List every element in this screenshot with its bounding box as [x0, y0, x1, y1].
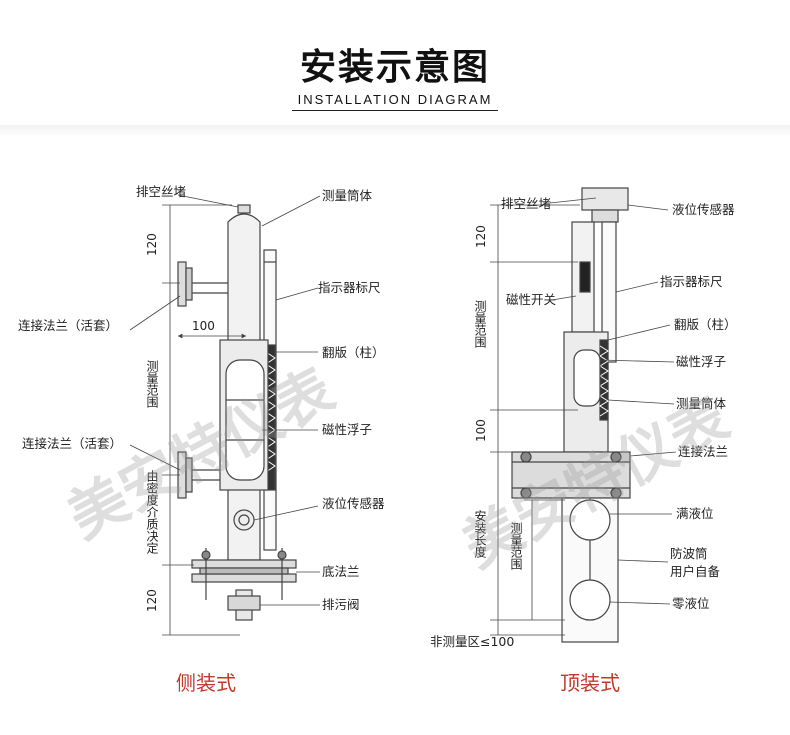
- label-flange-loose-upper: 连接法兰（活套）: [18, 318, 118, 333]
- label-magnetic-float: 磁性浮子: [322, 422, 372, 437]
- caption-top-mount: 顶装式: [560, 671, 620, 695]
- caption-side-mount: 侧装式: [176, 671, 236, 695]
- dim-medium-density: 由密度介质决定: [145, 470, 159, 555]
- side-mount-drawing: [129, 194, 321, 636]
- label-top-measure-tube: 测量筒体: [676, 396, 727, 411]
- top-mount-drawing: [490, 187, 677, 643]
- label-top-level-sensor: 液位传感器: [672, 202, 735, 217]
- label-top-flip-plate: 翻版（柱）: [674, 317, 737, 332]
- dim-top-mount-range: 测量范围: [473, 300, 487, 348]
- label-top-vent-plug: 排空丝堵: [501, 196, 551, 211]
- title-underline: [292, 110, 498, 111]
- dim-bottom-120: 120: [145, 589, 159, 612]
- label-flip-plate: 翻版（柱）: [322, 345, 385, 360]
- label-level-sensor: 液位传感器: [322, 496, 385, 511]
- page-title: 安装示意图: [299, 47, 490, 88]
- label-measure-tube: 测量筒体: [322, 188, 373, 203]
- watermark-left: 美安特仪表: [57, 355, 345, 551]
- label-zero-level: 零液位: [672, 596, 710, 611]
- label-connect-flange: 连接法兰: [678, 444, 728, 459]
- label-magnetic-switch: 磁性开关: [506, 292, 556, 307]
- dim-measure-range: 测量范围: [145, 360, 159, 408]
- label-bottom-flange: 底法兰: [322, 564, 360, 579]
- label-top-indicator-scale: 指示器标尺: [660, 274, 723, 289]
- dim-install-length: 安装长度: [473, 509, 487, 558]
- label-flange-loose-lower: 连接法兰（活套）: [22, 436, 122, 451]
- label-vent-plug: 排空丝堵: [136, 184, 186, 199]
- top-mount-labels: 排空丝堵 液位传感器 指示器标尺 磁性开关 翻版（柱） 磁性浮子 测量筒体 连接…: [430, 196, 737, 695]
- header-shadow: [0, 125, 790, 137]
- label-user-prepared: 用户自备: [670, 564, 721, 579]
- label-top-magnetic-float: 磁性浮子: [676, 354, 726, 369]
- label-drain-valve: 排污阀: [322, 597, 360, 612]
- dim-offset-100: 100: [192, 319, 215, 333]
- dim-top-mount-120: 120: [474, 225, 488, 248]
- page-subtitle: INSTALLATION DIAGRAM: [297, 92, 493, 107]
- dim-non-measure-zone: 非测量区≤100: [430, 634, 514, 649]
- label-indicator-scale: 指示器标尺: [318, 280, 381, 295]
- side-mount-labels: 排空丝堵 测量筒体 指示器标尺 连接法兰（活套） 翻版（柱） 磁性浮子 连接法兰…: [18, 184, 385, 695]
- dim-top-120: 120: [145, 233, 159, 256]
- dim-top-mount-range-2: 测量范围: [509, 522, 523, 570]
- label-full-level: 满液位: [676, 506, 714, 521]
- dim-top-mount-100: 100: [474, 419, 488, 442]
- label-wave-tube: 防波筒: [670, 546, 708, 561]
